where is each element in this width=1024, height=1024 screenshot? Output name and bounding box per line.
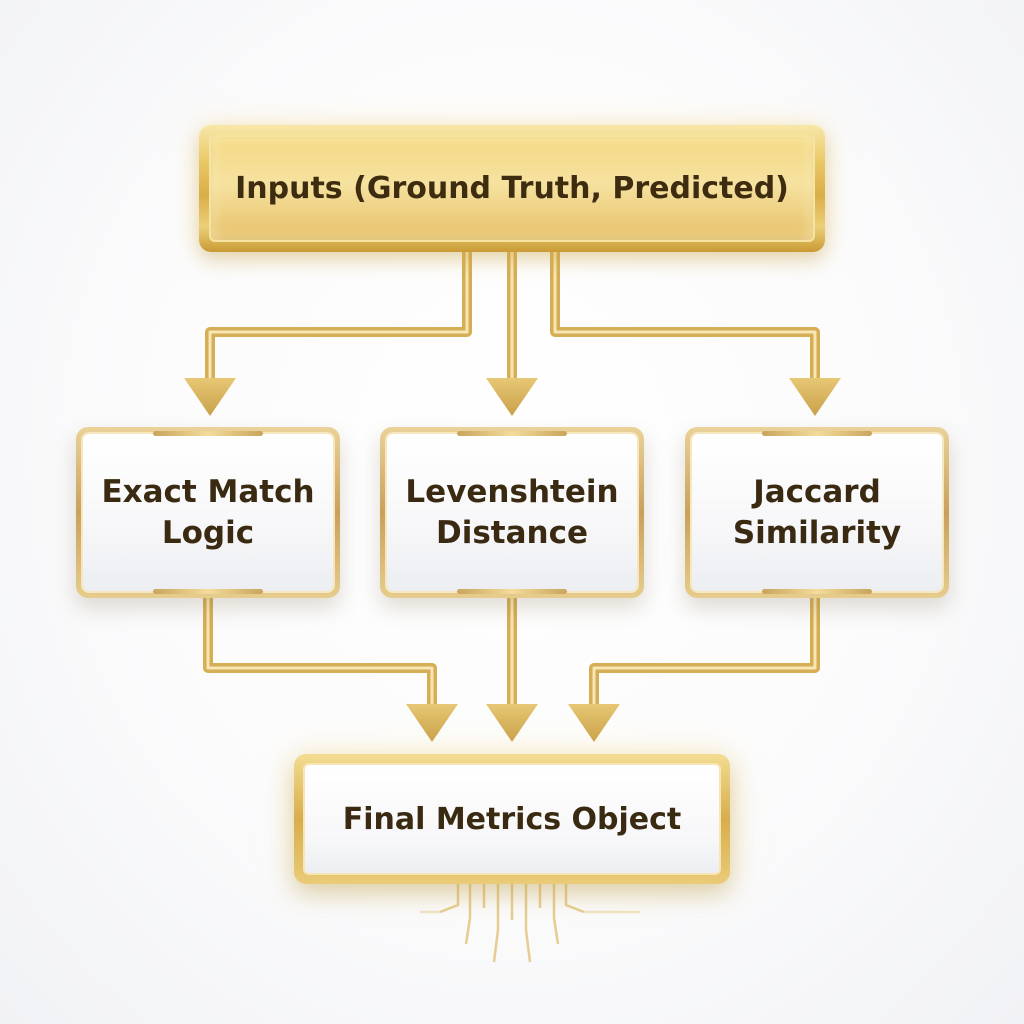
levenshtein-distance-node: Levenshtein Distance [380,427,644,598]
final-metrics-label: Final Metrics Object [303,763,721,875]
connector-inputs-to-exact-match [184,252,472,416]
arrowhead-exact-match [184,378,236,416]
inputs-node-label: Inputs (Ground Truth, Predicted) [209,135,815,242]
arrowhead-final-center [486,704,538,742]
arrowhead-levenshtein [486,378,538,416]
levenshtein-label-line1: Levenshtein [405,474,619,511]
connector-inputs-to-jaccard [550,252,841,416]
exact-match-label-line1: Exact Match [101,474,315,511]
arrowhead-jaccard [789,378,841,416]
connector-exact-match-to-final [203,598,458,742]
arrowhead-final-right [568,704,620,742]
jaccard-label-line1: Jaccard [753,474,881,511]
arrowhead-final-left [406,704,458,742]
decorative-circuit-traces [420,884,640,963]
inputs-node: Inputs (Ground Truth, Predicted) [199,125,825,252]
exact-match-label-line2: Logic [161,514,255,551]
exact-match-logic-node: Exact Match Logic [76,427,340,598]
connector-inputs-to-levenshtein [486,252,538,416]
connector-levenshtein-to-final [486,598,538,742]
connector-jaccard-to-final [568,598,820,742]
final-metrics-object-node: Final Metrics Object [294,754,730,884]
levenshtein-label-line2: Distance [435,514,588,551]
jaccard-label-line2: Similarity [732,514,902,551]
jaccard-similarity-node: Jaccard Similarity [685,427,949,598]
